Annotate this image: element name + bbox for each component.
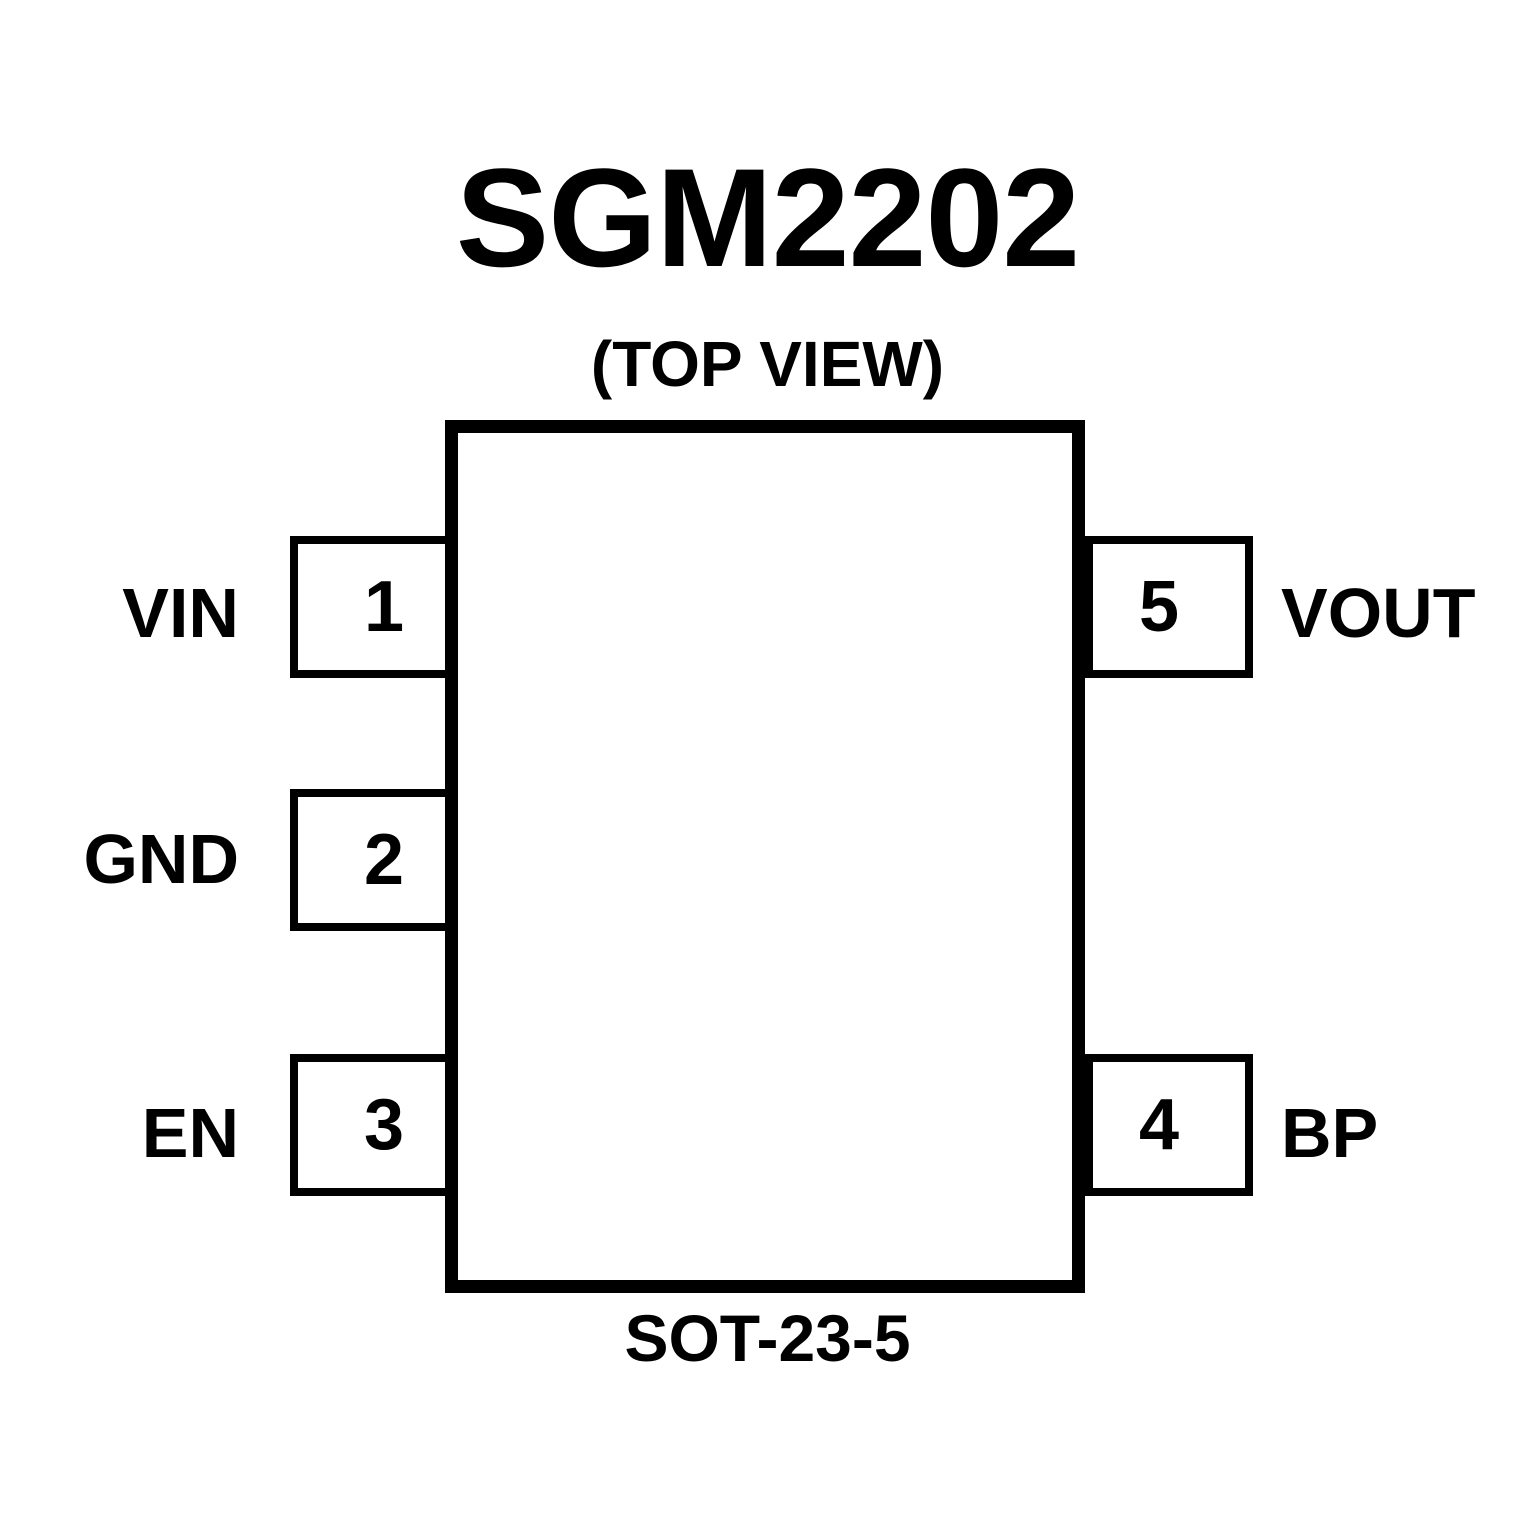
pin-label-bp: BP: [1281, 1094, 1379, 1172]
pin-label-gnd: GND: [83, 820, 239, 898]
pin-label-vin: VIN: [122, 574, 239, 652]
page-title: SGM2202: [455, 139, 1080, 296]
pin-pad-3: 3: [290, 1054, 458, 1196]
pin-number-4: 4: [1139, 1085, 1180, 1165]
pin-label-en: EN: [141, 1094, 239, 1172]
pin-number-5: 5: [1139, 567, 1180, 647]
pin-pad-4: 4: [1085, 1054, 1253, 1196]
pin-number-2: 2: [363, 820, 404, 900]
pin-label-vout: VOUT: [1281, 574, 1476, 652]
package-body-outline: [445, 420, 1085, 1293]
pin-pad-1: 1: [290, 536, 458, 678]
pin-number-3: 3: [363, 1085, 404, 1165]
pin-number-1: 1: [363, 567, 404, 647]
view-orientation-note: (TOP VIEW): [590, 328, 945, 400]
package-type-label: SOT-23-5: [624, 1301, 911, 1375]
pin-pad-2: 2: [290, 789, 458, 931]
pin-pad-5: 5: [1085, 536, 1253, 678]
